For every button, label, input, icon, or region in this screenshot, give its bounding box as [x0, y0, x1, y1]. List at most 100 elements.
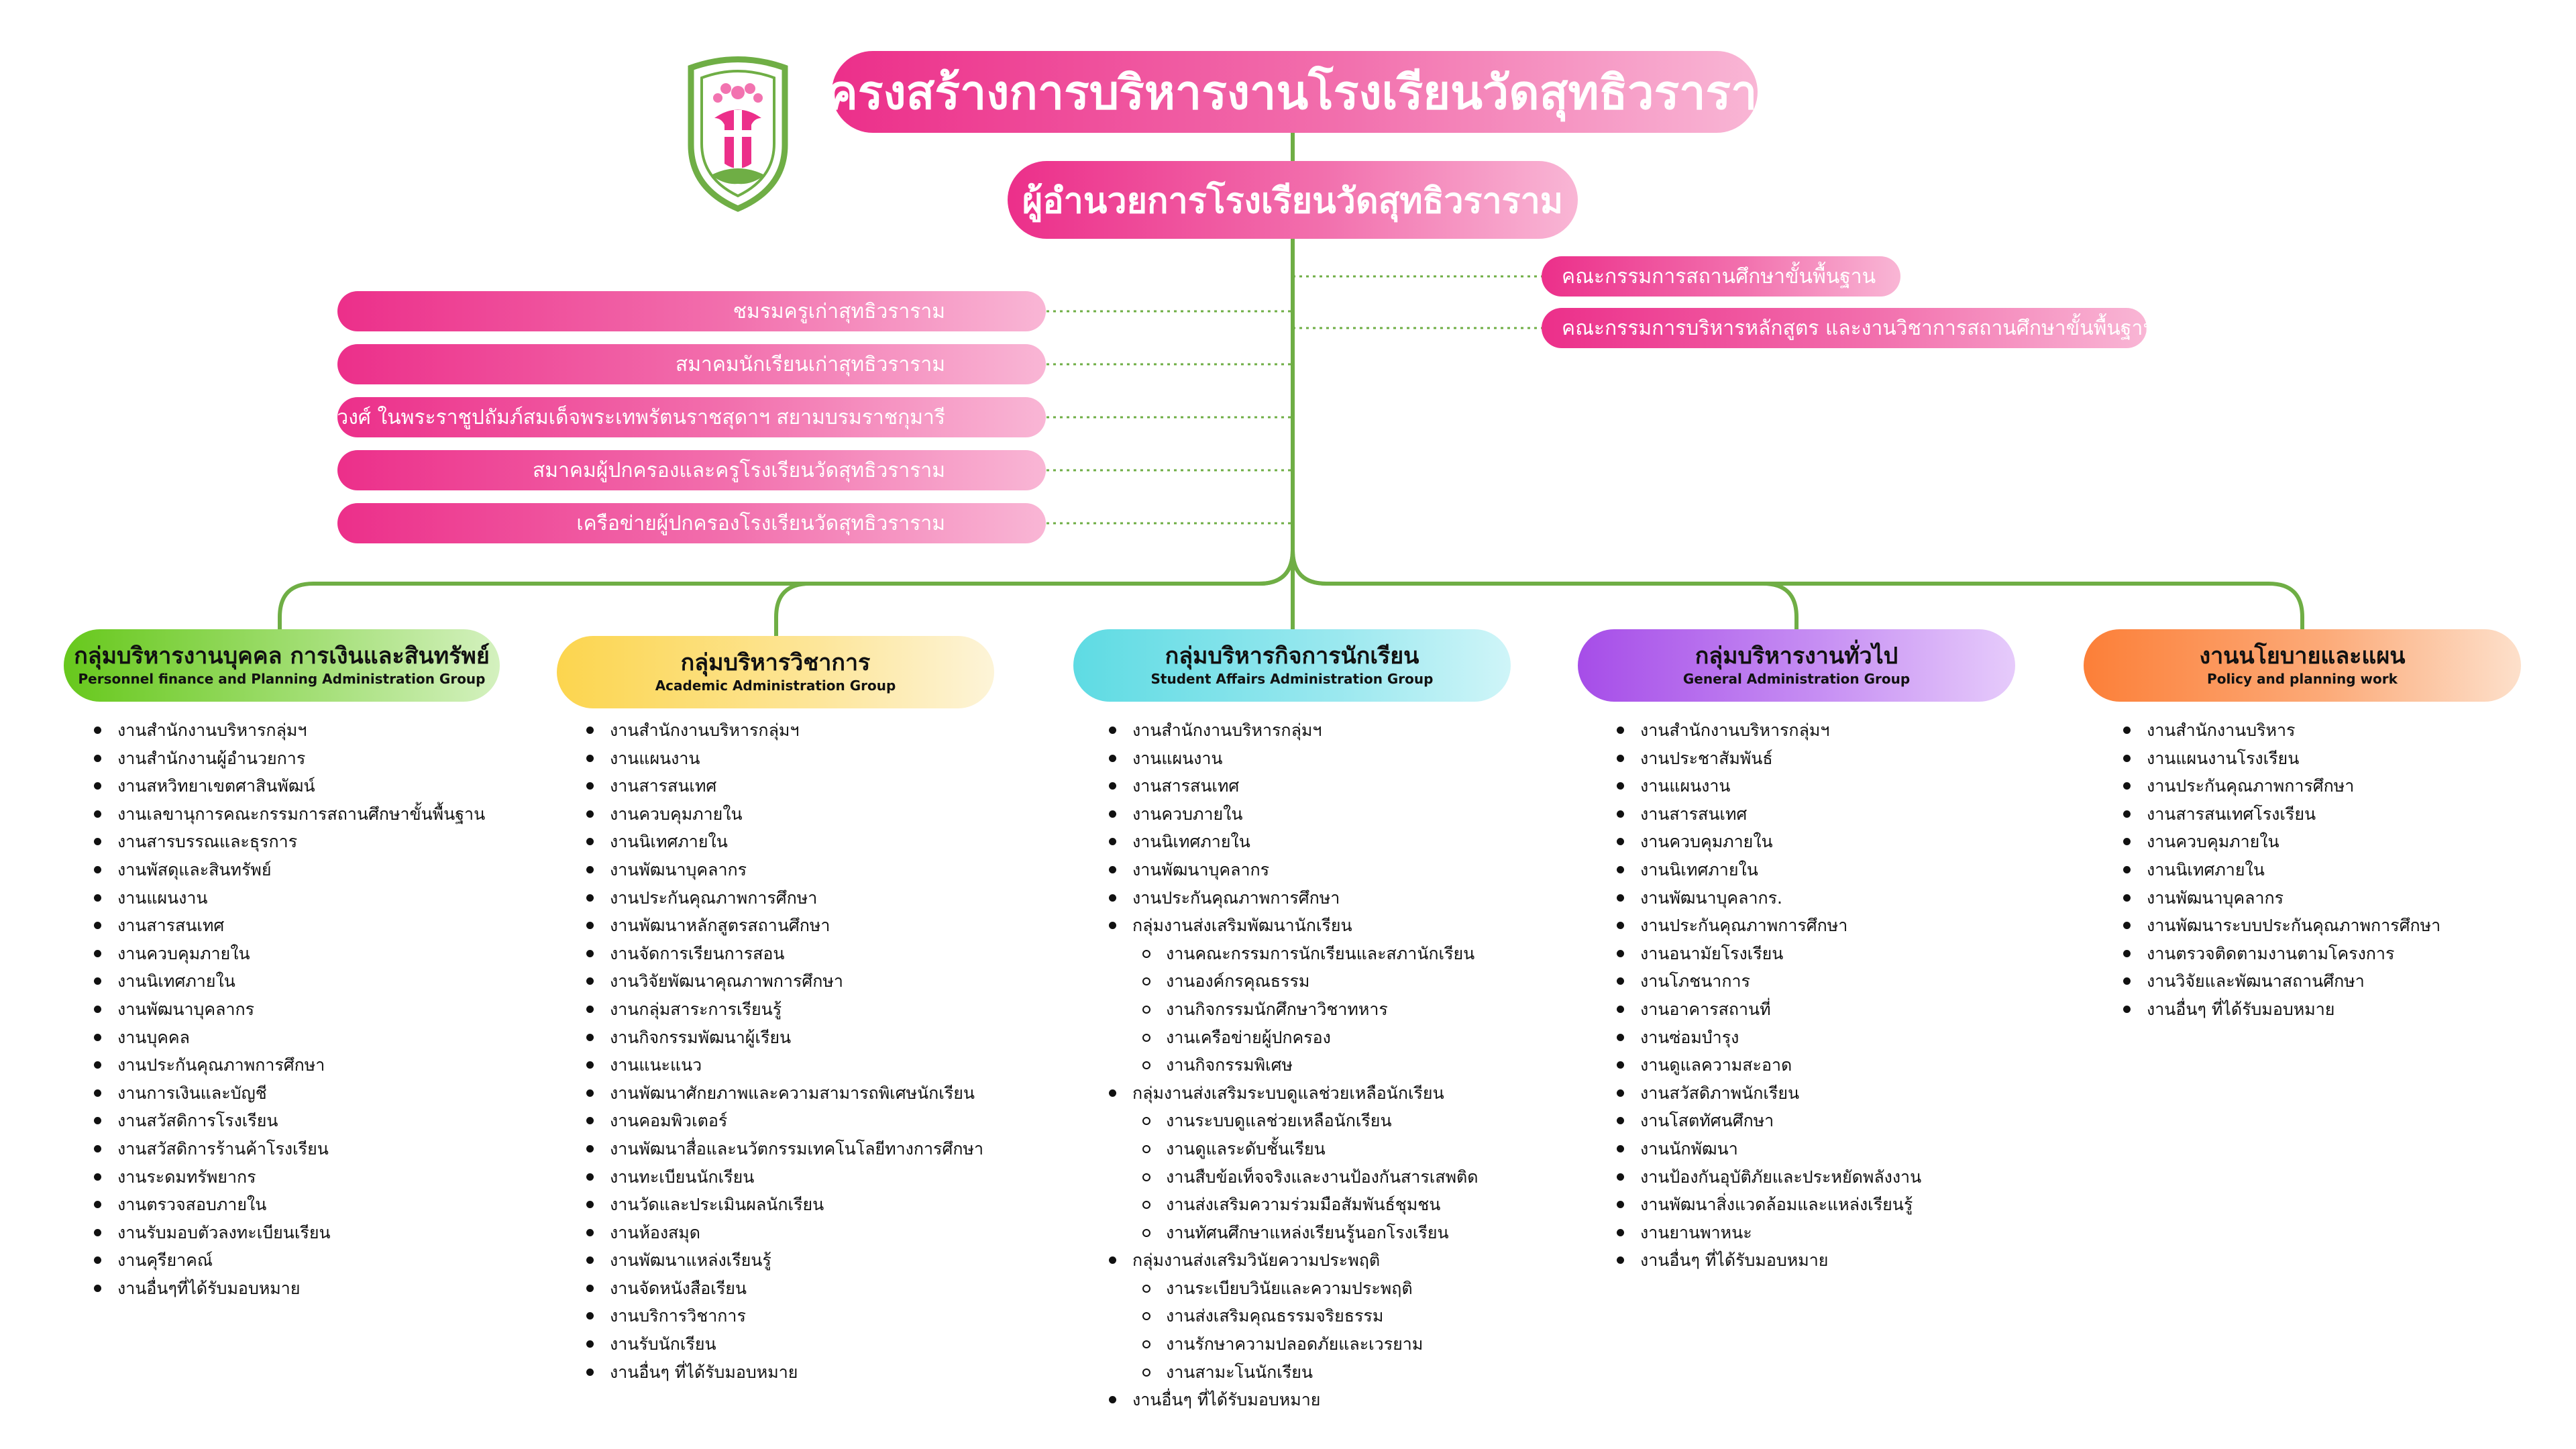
- task-item: งานพัสดุและสินทรัพย์: [94, 856, 485, 884]
- task-item: งานพัฒนาสื่อและนวัตกรรมเทคโนโลยีทางการศึ…: [586, 1135, 983, 1163]
- left-board-0: ชมรมครูเก่าสุทธิวราราม: [337, 291, 1046, 331]
- task-item: งานอื่นๆ ที่ได้รับมอบหมาย: [1109, 1386, 1479, 1414]
- task-item: งานกิจกรรมพัฒนาผู้เรียน: [586, 1024, 983, 1052]
- task-item: งานเลขานุการคณะกรรมการสถานศึกษาขั้นพื้นฐ…: [94, 800, 485, 828]
- task-item: งานสารสนเทศ: [1617, 800, 1921, 828]
- school-emblem-icon: [688, 56, 788, 212]
- group-title-th: กลุ่มบริหารวิชาการ: [680, 649, 871, 677]
- task-item: งานควบคุมภายใน: [1617, 828, 1921, 856]
- task-list-general: งานสำนักงานบริหารกลุ่มฯงานประชาสัมพันธ์ง…: [1617, 716, 1921, 1275]
- task-item: งานสำนักงานบริหาร: [2123, 716, 2440, 745]
- sub-task-item: งานองค์กรคุณธรรม: [1109, 967, 1479, 996]
- task-item: งานคุรียาคณ์: [94, 1246, 485, 1275]
- task-item: งานสวัสดิภาพนักเรียน: [1617, 1079, 1921, 1108]
- group-header-personnel: กลุ่มบริหารงานบุคคล การเงินและสินทรัพย์ …: [64, 629, 500, 702]
- sub-task-item: งานรักษาความปลอดภัยและเวรยาม: [1109, 1330, 1479, 1358]
- left-board-2: มูลนิธิรุจิรวงศ์ ในพระราชูปถัมภ์สมเด็จพร…: [252, 397, 1046, 437]
- task-item: งานวิจัยพัฒนาคุณภาพการศึกษา: [586, 967, 983, 996]
- task-item: งานแผนงานโรงเรียน: [2123, 745, 2440, 773]
- chart-title: โครงสร้างการบริหารงานโรงเรียนวัดสุทธิวรา…: [801, 51, 1788, 133]
- task-item: งานแผนงาน: [586, 745, 983, 773]
- task-item: งานนิเทศภายใน: [2123, 856, 2440, 884]
- sub-task-item: งานสามะโนนักเรียน: [1109, 1358, 1479, 1387]
- task-item: งานโสตทัศนศึกษา: [1617, 1107, 1921, 1135]
- left-board-4: เครือข่ายผู้ปกครองโรงเรียนวัดสุทธิวราราม: [337, 503, 1046, 543]
- group-header-policy: งานนโยบายและแผน Policy and planning work: [2084, 629, 2521, 702]
- group-header-general: กลุ่มบริหารงานทั่วไป General Administrat…: [1578, 629, 2015, 702]
- group-header-student-affairs: กลุ่มบริหารกิจการนักเรียน Student Affair…: [1073, 629, 1511, 702]
- task-item: งานบุคคล: [94, 1024, 485, 1052]
- task-item: กลุ่มงานส่งเสริมพัฒนานักเรียน: [1109, 912, 1479, 940]
- task-item: งานควบคุมภายใน: [586, 800, 983, 828]
- task-item: งานบริการวิชาการ: [586, 1302, 983, 1330]
- task-item: งานอาคารสถานที่: [1617, 996, 1921, 1024]
- task-item: งานระดมทรัพยากร: [94, 1163, 485, 1191]
- sub-task-item: งานกิจกรรมนักศึกษาวิชาทหาร: [1109, 996, 1479, 1024]
- task-item: งานยานพาหนะ: [1617, 1219, 1921, 1247]
- task-list-personnel: งานสำนักงานบริหารกลุ่มฯงานสำนักงานผู้อำน…: [94, 716, 485, 1302]
- task-item: งานควบคุมภายใน: [94, 940, 485, 968]
- sub-task-item: งานระบบดูแลช่วยเหลือนักเรียน: [1109, 1107, 1479, 1135]
- task-item: งานพัฒนาสิ่งแวดล้อมและแหล่งเรียนรู้: [1617, 1191, 1921, 1219]
- task-item: งานพัฒนาบุคลากร: [94, 996, 485, 1024]
- task-item: งานพัฒนาบุคลากร: [586, 856, 983, 884]
- task-item: งานสารสนเทศ: [94, 912, 485, 940]
- task-item: งานนิเทศภายใน: [94, 967, 485, 996]
- task-item: งานป้องกันอุบัติภัยและประหยัดพลังงาน: [1617, 1163, 1921, 1191]
- task-item: งานสารสนเทศ: [586, 772, 983, 800]
- task-item: งานประกันคุณภาพการศึกษา: [2123, 772, 2440, 800]
- task-item: งานสารสนเทศ: [1109, 772, 1479, 800]
- task-item: กลุ่มงานส่งเสริมวินัยความประพฤติ: [1109, 1246, 1479, 1275]
- sub-task-item: งานเครือข่ายผู้ปกครอง: [1109, 1024, 1479, 1052]
- task-item: งานสารสนเทศโรงเรียน: [2123, 800, 2440, 828]
- task-item: งานนิเทศภายใน: [586, 828, 983, 856]
- task-item: งานจัดการเรียนการสอน: [586, 940, 983, 968]
- task-item: งานแนะแนว: [586, 1051, 983, 1079]
- task-item: งานคอมพิวเตอร์: [586, 1107, 983, 1135]
- task-item: กลุ่มงานส่งเสริมระบบดูแลช่วยเหลือนักเรีย…: [1109, 1079, 1479, 1108]
- task-item: งานกลุ่มสาระการเรียนรู้: [586, 996, 983, 1024]
- task-item: งานอื่นๆ ที่ได้รับมอบหมาย: [2123, 996, 2440, 1024]
- task-item: งานอื่นๆ ที่ได้รับมอบหมาย: [586, 1358, 983, 1387]
- sub-task-item: งานกิจกรรมพิเศษ: [1109, 1051, 1479, 1079]
- group-title-th: งานนโยบายและแผน: [2199, 643, 2406, 670]
- task-item: งานอนามัยโรงเรียน: [1617, 940, 1921, 968]
- group-title-en: Policy and planning work: [2207, 670, 2398, 687]
- task-item: งานตรวจติดตามงานตามโครงการ: [2123, 940, 2440, 968]
- task-item: งานพัฒนาบุคลากร: [2123, 884, 2440, 912]
- sub-task-item: งานส่งเสริมความร่วมมือสัมพันธ์ชุมชน: [1109, 1191, 1479, 1219]
- task-item: งานประกันคุณภาพการศึกษา: [1617, 912, 1921, 940]
- task-item: งานพัฒนาแหล่งเรียนรู้: [586, 1246, 983, 1275]
- task-list-student-affairs: งานสำนักงานบริหารกลุ่มฯงานแผนงานงานสารสน…: [1109, 716, 1479, 1414]
- branch-line-g4: [1291, 548, 1799, 631]
- task-item: งานโภชนาการ: [1617, 967, 1921, 996]
- task-item: งานสำนักงานบริหารกลุ่มฯ: [1109, 716, 1479, 745]
- task-list-policy: งานสำนักงานบริหารงานแผนงานโรงเรียนงานประ…: [2123, 716, 2440, 1024]
- task-item: งานอื่นๆ ที่ได้รับมอบหมาย: [1617, 1246, 1921, 1275]
- task-item: งานวิจัยและพัฒนาสถานศึกษา: [2123, 967, 2440, 996]
- task-item: งานวัดและประเมินผลนักเรียน: [586, 1191, 983, 1219]
- sub-task-item: งานทัศนศึกษาแหล่งเรียนรู้นอกโรงเรียน: [1109, 1219, 1479, 1247]
- task-item: งานอื่นๆที่ได้รับมอบหมาย: [94, 1275, 485, 1303]
- task-item: งานสำนักงานบริหารกลุ่มฯ: [1617, 716, 1921, 745]
- task-item: งานสวัสดิการร้านค้าโรงเรียน: [94, 1135, 485, 1163]
- sub-task-item: งานคณะกรรมการนักเรียนและสภานักเรียน: [1109, 940, 1479, 968]
- task-item: งานพัฒนาบุคลากร: [1109, 856, 1479, 884]
- group-title-en: General Administration Group: [1682, 670, 1911, 687]
- task-item: งานประกันคุณภาพการศึกษา: [586, 884, 983, 912]
- task-item: งานห้องสมุด: [586, 1219, 983, 1247]
- task-item: งานประชาสัมพันธ์: [1617, 745, 1921, 773]
- branch-line-g5: [1291, 548, 2304, 631]
- task-item: งานสำนักงานบริหารกลุ่มฯ: [94, 716, 485, 745]
- right-board-1: คณะกรรมการบริหารหลักสูตร และงานวิชาการสถ…: [1542, 308, 2157, 348]
- task-item: งานรับมอบตัวลงทะเบียนเรียน: [94, 1219, 485, 1247]
- group-header-academic: กลุ่มบริหารวิชาการ Academic Administrati…: [557, 636, 994, 708]
- director-node: ผู้อำนวยการโรงเรียนวัดสุทธิวราราม: [1008, 161, 1578, 239]
- task-item: งานแผนงาน: [1109, 745, 1479, 773]
- task-item: งานพัฒนาศักยภาพและความสามารถพิเศษนักเรีย…: [586, 1079, 983, 1108]
- group-title-en: Personnel finance and Planning Administr…: [78, 670, 486, 687]
- sub-task-item: งานระเบียบวินัยและความประพฤติ: [1109, 1275, 1479, 1303]
- left-board-3: สมาคมผู้ปกครองและครูโรงเรียนวัดสุทธิวราร…: [337, 450, 1046, 490]
- task-item: งานสหวิทยาเขตศาสินพัฒน์: [94, 772, 485, 800]
